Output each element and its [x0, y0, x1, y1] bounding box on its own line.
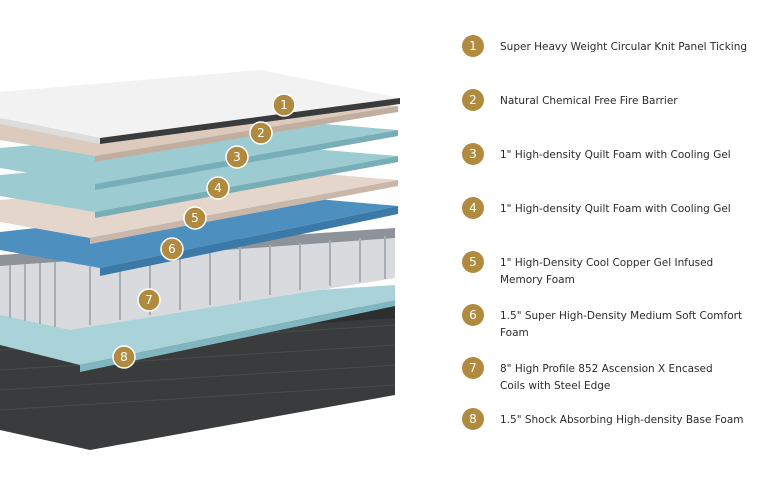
marker-2: 2: [249, 121, 273, 145]
layer-5-memory-foam: [0, 172, 398, 244]
marker-4: 4: [206, 176, 230, 200]
legend-label: Natural Chemical Free Fire Barrier: [500, 95, 678, 107]
marker-6: 6: [160, 237, 184, 261]
legend-item-7: 7 8" High Profile 852 Ascension X Encased…: [462, 357, 758, 395]
layer-4-quilt-foam: [0, 148, 398, 218]
legend-label: 1" High-density Quilt Foam with Cooling …: [500, 203, 731, 215]
marker-number: 4: [214, 181, 222, 195]
legend-item-3: 3 1" High-density Quilt Foam with Cooling…: [462, 143, 758, 165]
legend-badge: 2: [462, 89, 484, 111]
legend-label: 1.5" Shock Absorbing High-density Base F…: [500, 414, 744, 426]
legend-item-6: 6 1.5" Super High-Density Medium Soft Com…: [462, 304, 758, 342]
legend-item-5: 5 1" High-Density Cool Copper Gel Infused…: [462, 251, 758, 289]
legend-badge: 7: [462, 357, 484, 379]
legend-badge: 4: [462, 197, 484, 219]
legend-label: 8" High Profile 852 Ascension X Encased …: [500, 363, 713, 392]
marker-number: 3: [233, 150, 241, 164]
marker-number: 6: [168, 242, 176, 256]
legend-item-1: 1 Super Heavy Weight Circular Knit Panel …: [462, 35, 758, 57]
marker-3: 3: [225, 145, 249, 169]
marker-1: 1: [272, 93, 296, 117]
marker-number: 2: [257, 126, 265, 140]
legend-item-8: 8 1.5" Shock Absorbing High-density Base …: [462, 408, 758, 430]
legend-label: 1" High-density Quilt Foam with Cooling …: [500, 149, 731, 161]
layer-1-ticking: [0, 70, 400, 144]
legend-badge: 5: [462, 251, 484, 273]
marker-number: 5: [191, 211, 199, 225]
marker-7: 7: [137, 288, 161, 312]
legend-badge: 3: [462, 143, 484, 165]
legend-badge: 8: [462, 408, 484, 430]
illustration-markers: 1 2 3 4 5 6 7 8: [112, 93, 296, 369]
legend-badge: 1: [462, 35, 484, 57]
marker-5: 5: [183, 206, 207, 230]
marker-number: 1: [280, 98, 288, 112]
marker-number: 8: [120, 350, 128, 364]
marker-8: 8: [112, 345, 136, 369]
legend-label: 1" High-Density Cool Copper Gel Infused …: [500, 257, 714, 286]
legend-label: Super Heavy Weight Circular Knit Panel T…: [500, 41, 748, 53]
legend-label: 1.5" Super High-Density Medium Soft Comf…: [500, 310, 743, 339]
marker-number: 7: [145, 293, 153, 307]
legend-item-2: 2 Natural Chemical Free Fire Barrier: [462, 89, 758, 111]
legend-item-4: 4 1" High-density Quilt Foam with Cooling…: [462, 197, 758, 219]
legend-badge: 6: [462, 304, 484, 326]
